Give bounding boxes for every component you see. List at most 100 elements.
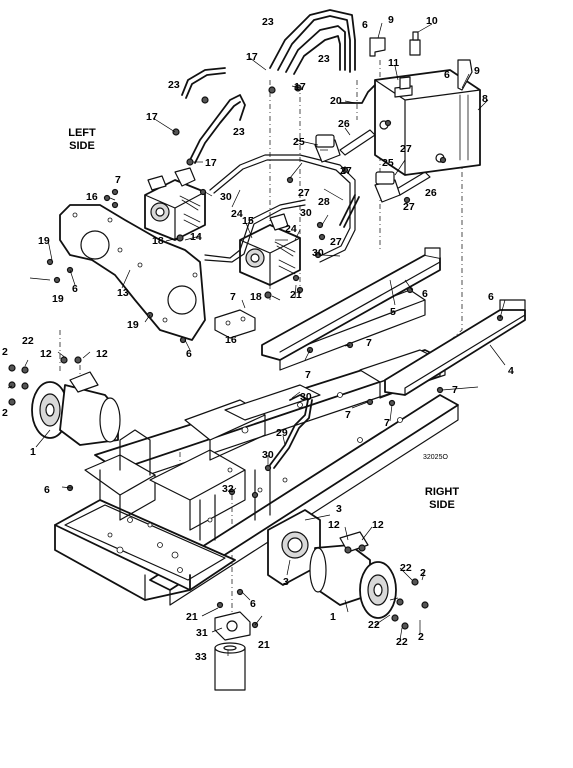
callout: 22 [400,562,412,574]
callout: 12 [372,519,384,531]
callout: 6 [422,288,428,300]
callout: 17 [246,51,258,63]
filter-upper [314,134,341,163]
right-wheel-motor [309,531,397,619]
hydraulic-reservoir [339,31,481,176]
callout: 21 [258,639,270,651]
callout: 18 [152,235,164,247]
callout: 6 [186,348,192,360]
callout: 21 [290,289,302,301]
pump-bracket [214,309,256,339]
callout: 15 [242,215,254,227]
callout: 16 [225,334,237,346]
callout: 24 [285,223,297,235]
callout: 22 [396,636,408,648]
callout: 3 [336,503,342,515]
pump-left [144,167,206,241]
leader-lines [7,22,506,656]
callout: 7 [230,291,236,303]
callout: 11 [388,57,399,69]
callout: 7 [115,174,121,186]
callout: 17 [294,81,306,93]
callout: 19 [52,293,64,305]
callout-numbers: 1 1 2 2 2 2 3 3 4 5 6 6 6 6 6 6 6 6 7 7 … [2,14,514,663]
callout: 22 [368,619,380,631]
callout: 29 [276,427,288,439]
callout: 30 [262,449,274,461]
callout: 21 [186,611,198,623]
callout: 24 [231,208,243,220]
callout: 32 [222,483,234,495]
hydraulic-hoses [181,9,431,469]
callout: 27 [340,165,352,177]
figure-id: 32025O [423,454,448,461]
callout: 26 [338,118,350,130]
callout: 7 [366,337,372,349]
callout: 33 [195,651,207,663]
callout: 9 [388,14,394,26]
callout: 30 [312,247,324,259]
callout: 2 [420,567,426,579]
callout: 27 [400,143,412,155]
callout: 19 [127,319,139,331]
filter-lower [374,171,401,203]
callout: 4 [508,365,514,377]
callout: 14 [190,231,202,243]
right-side-label: RIGHT SIDE [425,486,460,511]
callout: 6 [72,283,78,295]
callout: 13 [117,287,129,299]
callout: 7 [345,409,351,421]
svg-text:RIGHT: RIGHT [425,486,460,498]
callout: 31 [196,627,208,639]
callout: 20 [330,95,342,107]
callout: 1 [30,446,36,458]
svg-text:SIDE: SIDE [69,140,95,152]
callout: 6 [250,598,256,610]
callout: 12 [96,348,108,360]
callout: 25 [293,136,305,148]
callout: 19 [38,235,50,247]
callout: 30 [300,207,312,219]
callout: 25 [382,157,394,169]
oil-filter-head [214,611,251,641]
callout: 2 [2,346,8,358]
callout: 6 [444,69,450,81]
callout: 9 [474,65,480,77]
main-frame [54,289,459,606]
channel-5 [261,247,441,361]
callout: 8 [482,93,488,105]
callout: 22 [22,335,34,347]
callout: 3 [283,576,289,588]
callout: 28 [318,196,330,208]
callout: 7 [305,369,311,381]
oil-filter [214,642,246,691]
callout: 7 [452,384,458,396]
callout: 26 [425,187,437,199]
svg-text:LEFT: LEFT [68,127,96,139]
svg-text:SIDE: SIDE [429,499,455,511]
callout: 27 [330,236,342,248]
callout: 6 [362,19,368,31]
callout: 23 [233,126,245,138]
callout: 1 [330,611,336,623]
callout: 16 [86,191,98,203]
callout: 17 [205,157,217,169]
channel-4 [384,299,526,396]
callout: 5 [390,306,396,318]
callout: 12 [40,348,52,360]
callout: 27 [298,187,310,199]
callout: 2 [418,631,424,643]
callout: 10 [426,15,438,27]
callout: 7 [384,417,390,429]
callout: 2 [2,407,8,419]
callout: 30 [220,191,232,203]
callout: 23 [318,53,330,65]
callout: 17 [146,111,158,123]
callout: 23 [262,16,274,28]
pump-mount-plate [59,204,206,341]
left-side-label: LEFT SIDE [68,127,96,152]
callout: 12 [328,519,340,531]
callout: 23 [168,79,180,91]
callout: 27 [403,201,415,213]
